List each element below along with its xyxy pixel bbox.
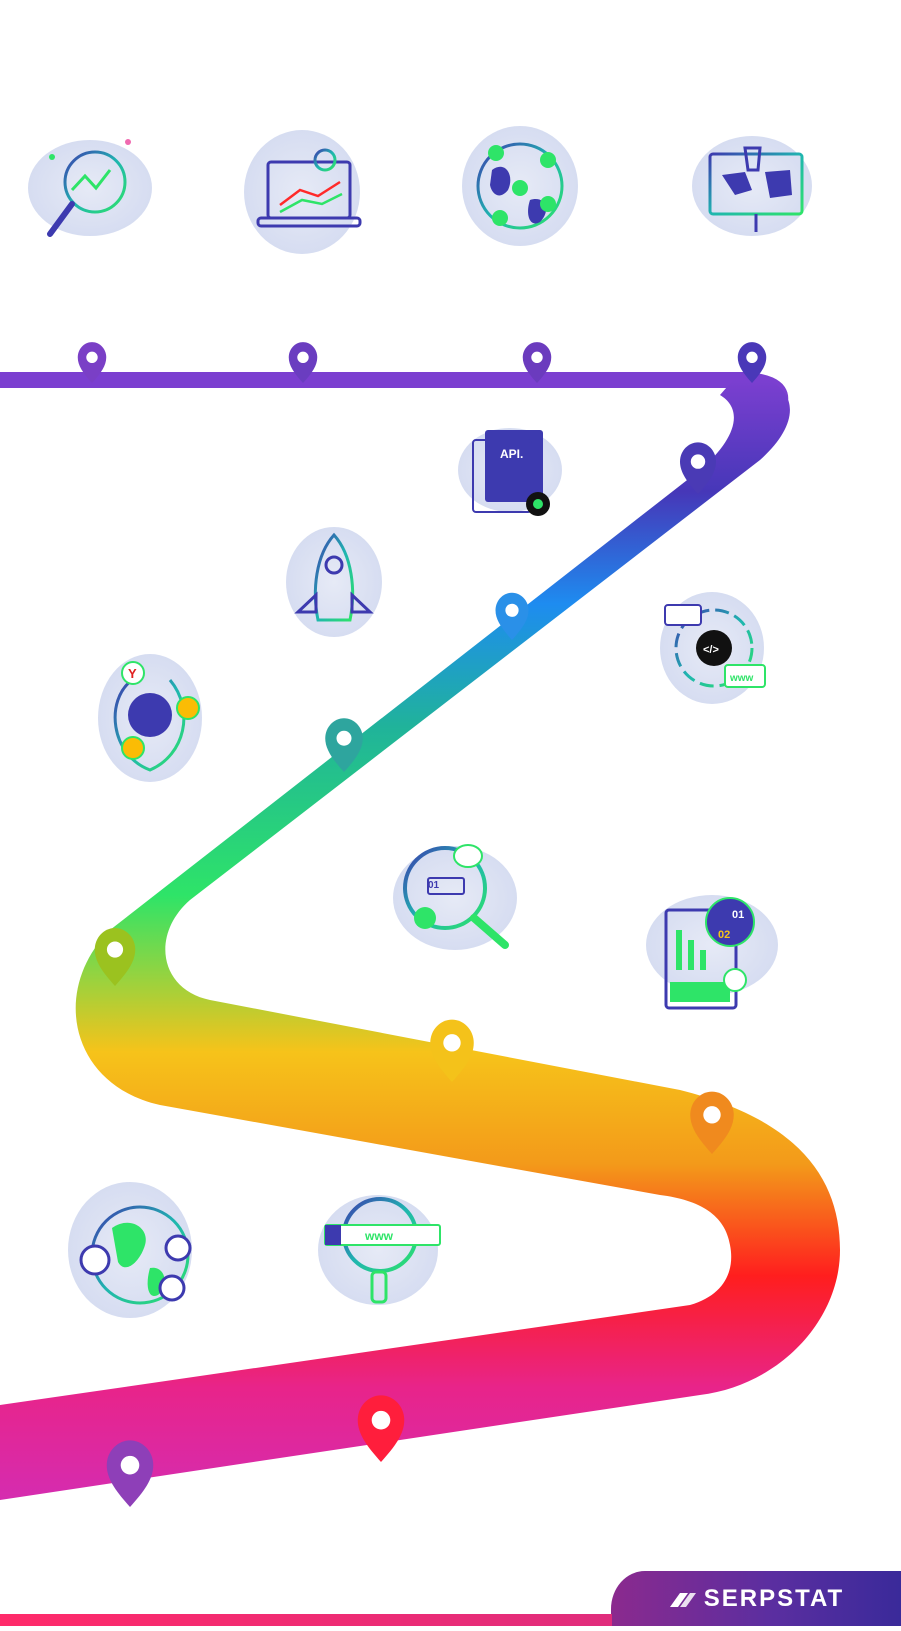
- api-window-gear-icon: API.: [458, 428, 562, 516]
- www-search-bar-icon: www: [318, 1195, 441, 1305]
- illustrations: API. Y </> www: [28, 126, 812, 1318]
- globe-browsers-icon: Y: [98, 654, 202, 782]
- svg-text:www: www: [729, 673, 754, 684]
- svg-text:01: 01: [428, 880, 440, 891]
- brand-badge[interactable]: SERPSTAT: [611, 1571, 901, 1626]
- rocket-launch-icon: [286, 527, 382, 637]
- magnifier-analytics-icon: [28, 139, 152, 237]
- svg-text:02: 02: [718, 929, 730, 941]
- code-gear-www-icon: </> www: [660, 592, 766, 704]
- svg-text:</>: </>: [703, 644, 719, 656]
- brand-name: SERPSTAT: [703, 1584, 845, 1612]
- svg-text:Y: Y: [128, 666, 137, 681]
- svg-text:01: 01: [732, 909, 744, 921]
- bottom-accent-bar: [0, 1614, 612, 1626]
- report-chart-dollar-icon: 01 02: [646, 895, 778, 1010]
- svg-text:API.: API.: [500, 447, 523, 461]
- search-profile-chat-icon: 01: [393, 844, 517, 950]
- map-pin-icon: [106, 1440, 154, 1507]
- svg-text:www: www: [364, 1229, 394, 1243]
- globe-checkmarks-icon: [462, 126, 578, 246]
- laptop-user-chart-icon: [244, 130, 362, 254]
- monitor-map-wrench-icon: [692, 136, 812, 236]
- serpstat-logo-icon: [669, 1592, 696, 1607]
- road: [0, 372, 840, 1500]
- globe-magnifiers-icon: [68, 1182, 192, 1318]
- map-pin-icon: [357, 1395, 405, 1462]
